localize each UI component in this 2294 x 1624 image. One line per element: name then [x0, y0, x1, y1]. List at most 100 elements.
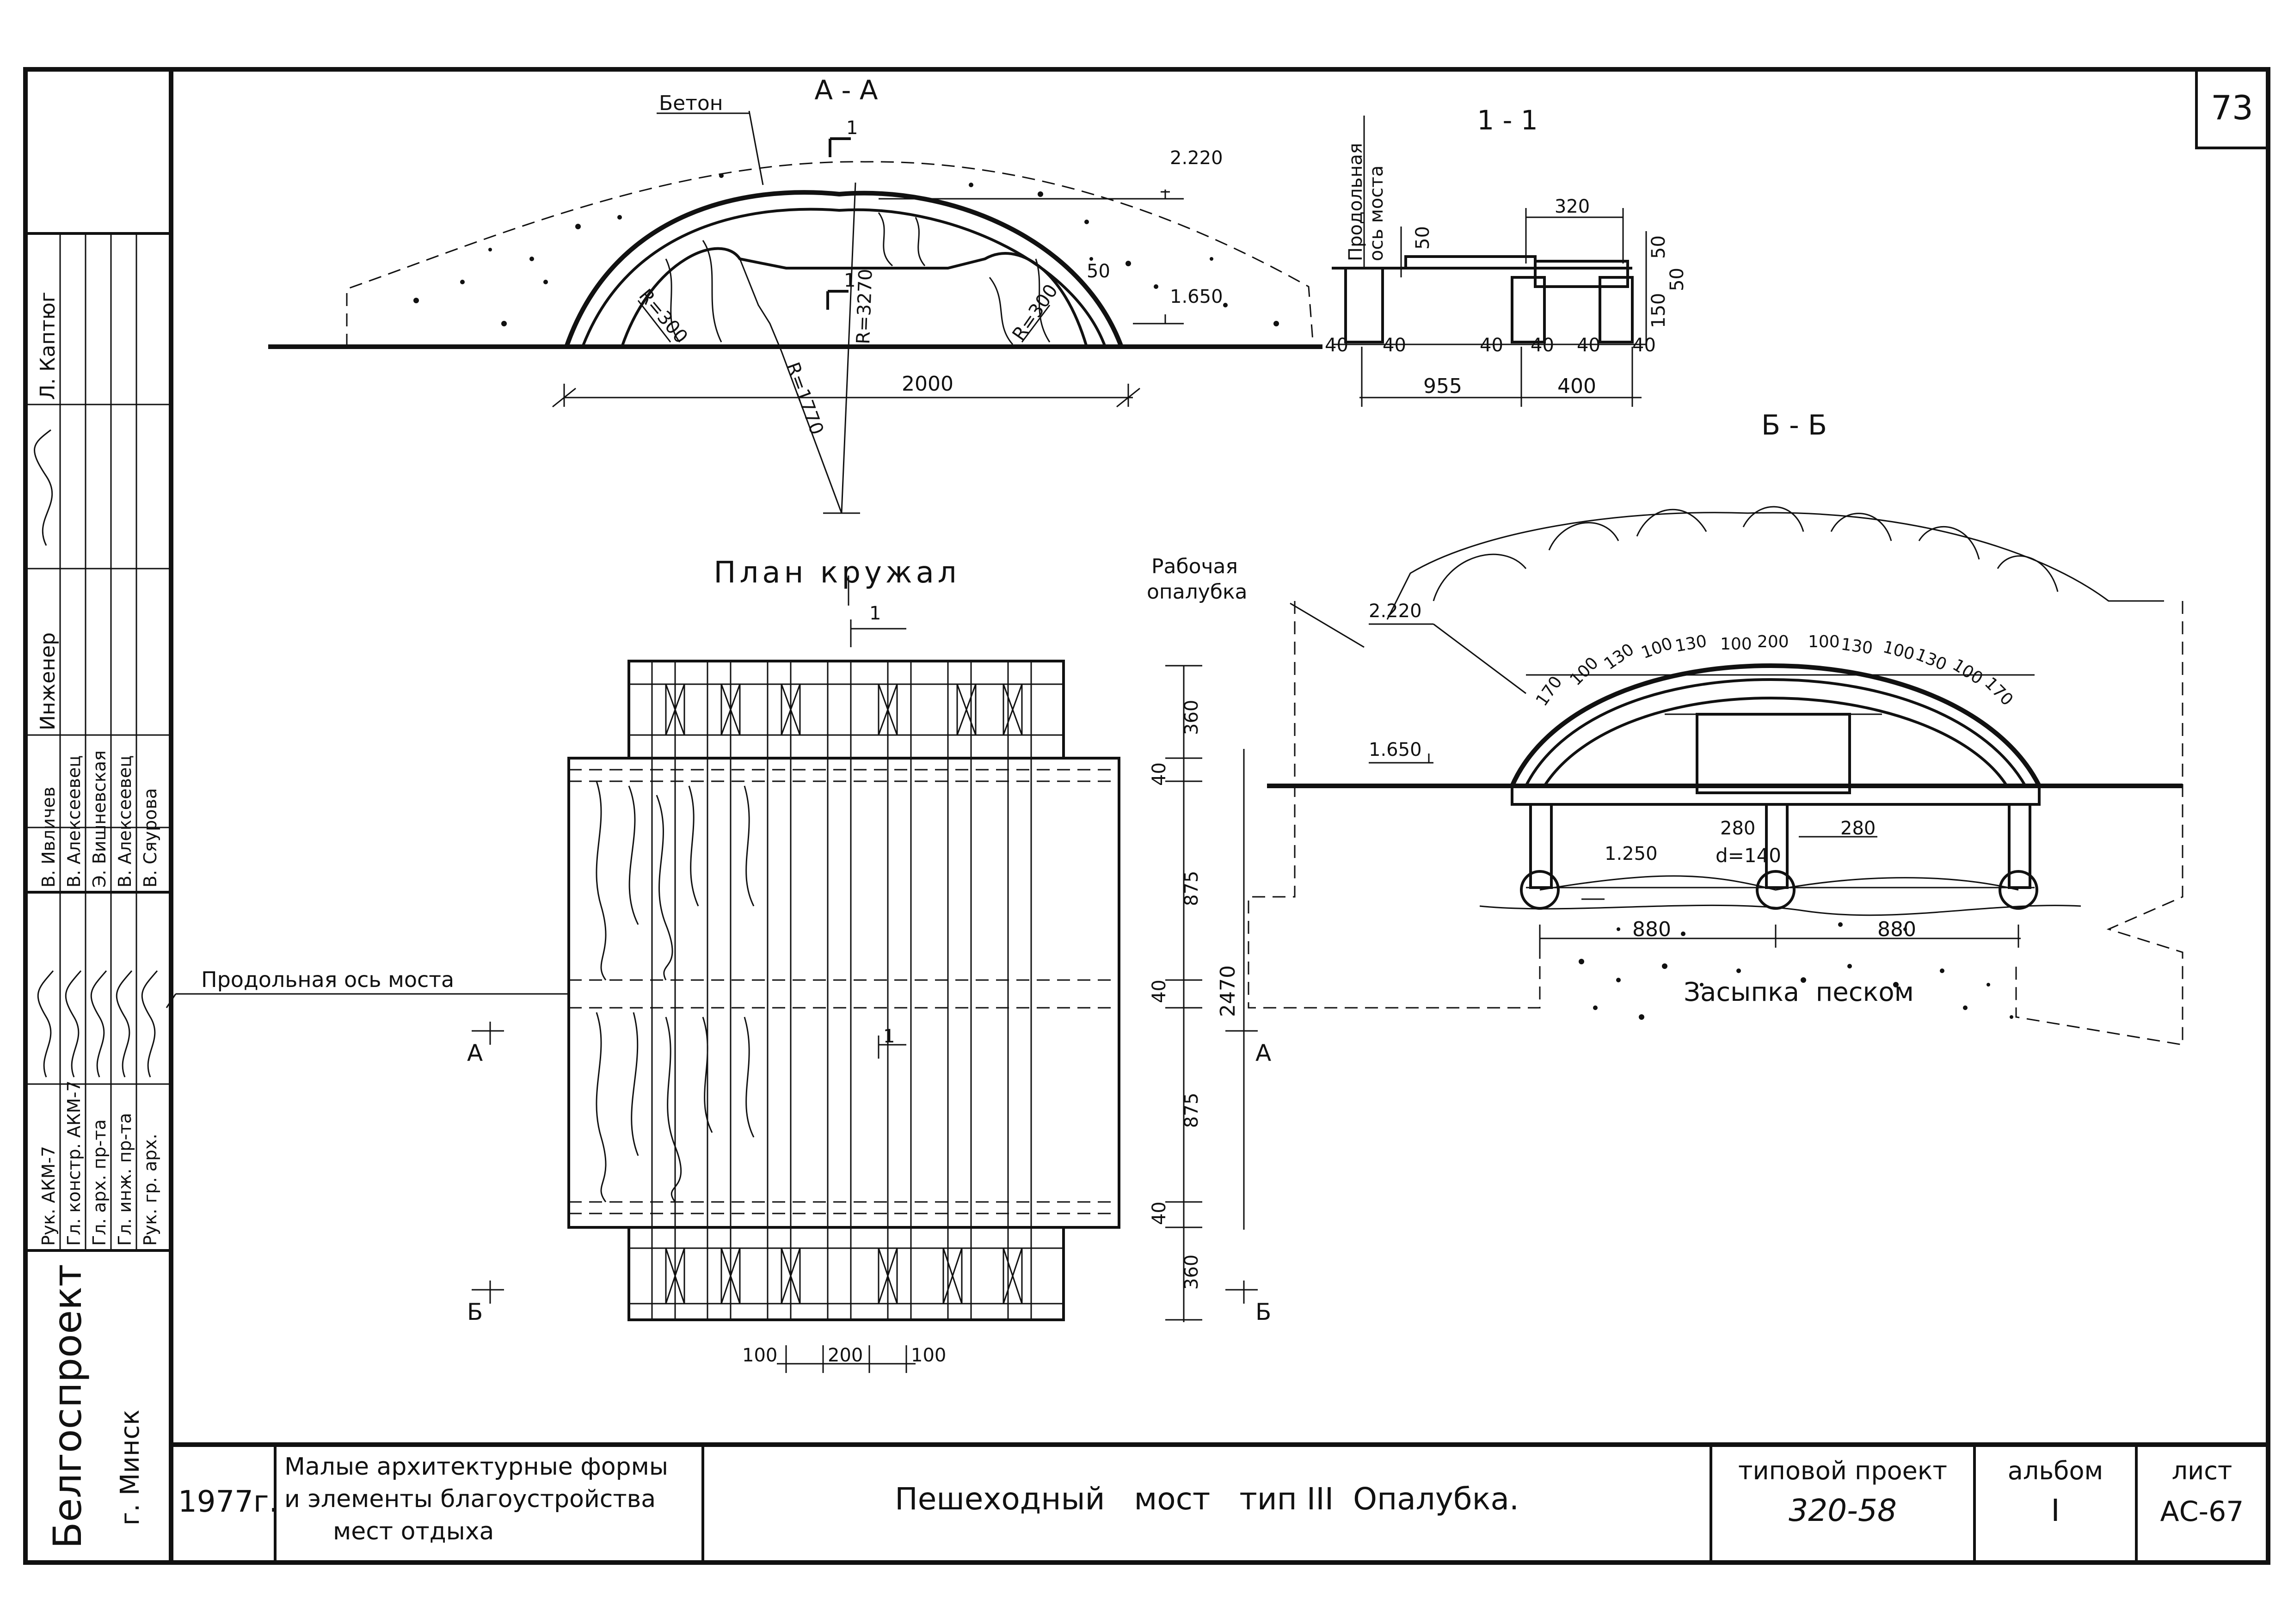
- plan-dim-h-1: 100: [742, 1345, 777, 1366]
- plan-dim-v-5: 875: [1181, 1093, 1202, 1128]
- aa-dim-50: 50: [1087, 261, 1110, 282]
- plan-dim-h-2: 200: [828, 1345, 863, 1366]
- series-line-2: и элементы благоустройства: [284, 1485, 656, 1513]
- bb-diameter: d=140: [1716, 844, 1781, 867]
- aa-radius-center: R=3270: [853, 269, 877, 345]
- album-label: альбом: [2008, 1456, 2103, 1485]
- s11-dim-320: 320: [1555, 196, 1590, 217]
- project-label: типовой проект: [1738, 1456, 1947, 1485]
- plan-cut-1-mid: 1: [883, 1026, 895, 1047]
- s11-dim-40-3: 40: [1480, 335, 1503, 356]
- aa-radius-left: R=300: [634, 285, 692, 348]
- plan-dimensions: [166, 576, 1258, 1373]
- plan-frame: [567, 660, 1120, 1321]
- s11-dim-40-1: 40: [1325, 335, 1348, 356]
- drawing-title: Пешеходный мост тип III Опалубка.: [895, 1481, 1519, 1517]
- name-5: В. Сяурова: [140, 788, 160, 888]
- name-4: В. Алексеевец: [115, 755, 135, 888]
- s11-dim-50c: 50: [1667, 268, 1688, 291]
- role-1: Рук. АКМ-7: [38, 1146, 59, 1246]
- signature-scribbles: [34, 429, 158, 1078]
- section-aa: [268, 110, 1322, 514]
- bb-d880-a: 880: [1632, 918, 1671, 941]
- bb-board-dim-12: 100: [1949, 656, 1986, 688]
- bb-board-dim-9: 130: [1840, 635, 1874, 658]
- bb-board-dim-10: 100: [1881, 637, 1917, 664]
- role-4: Гл. инж. пр-та: [115, 1113, 135, 1246]
- role-5: Рук. гр. арх.: [140, 1134, 160, 1246]
- aa-dim-span: 2000: [902, 372, 953, 396]
- plan-dim-v-3: 875: [1181, 871, 1202, 906]
- sheet-value: АС-67: [2160, 1495, 2244, 1528]
- bb-title: Б - Б: [1761, 409, 1827, 441]
- bb-board-dim-11: 130: [1913, 645, 1950, 674]
- plan-cut-a-left: А: [467, 1040, 483, 1066]
- title-block-grid: [274, 1445, 2138, 1563]
- aa-level-top: 2.220: [1170, 147, 1223, 169]
- bb-board-dim-3: 130: [1601, 640, 1638, 674]
- series-line-1: Малые архитектурные формы: [284, 1453, 668, 1481]
- aa-cut-mark-top: 1: [846, 117, 858, 139]
- bb-d280-b: 280: [1840, 818, 1876, 839]
- sheet-frame: [23, 67, 2270, 1565]
- plan-dim-total: 2470: [1216, 965, 1240, 1017]
- bb-board-dim-7: 200: [1757, 632, 1789, 651]
- plan-title: План кружал: [713, 556, 960, 590]
- project-number: 320-58: [1789, 1493, 1897, 1528]
- s11-dim-40-5: 40: [1577, 335, 1600, 356]
- s11-dim-955: 955: [1423, 374, 1462, 398]
- s11-dim-400: 400: [1557, 374, 1596, 398]
- bb-sand-label: Засыпка песком: [1684, 977, 1914, 1007]
- bb-board-dim-1: 170: [1532, 673, 1566, 710]
- plan-cut-1-top: 1: [869, 603, 881, 624]
- series-line-3: мест отдыха: [333, 1518, 494, 1545]
- s11-dim-40-2: 40: [1383, 335, 1406, 356]
- org-name: Белгоспроект: [45, 1264, 90, 1549]
- sheet-label: лист: [2172, 1456, 2232, 1485]
- aa-radius-low: R=1770: [782, 360, 828, 438]
- bb-level-low: 1.250: [1605, 843, 1658, 864]
- name-3: Э. Вишневская: [89, 750, 110, 888]
- s11-dim-40-6: 40: [1632, 335, 1656, 356]
- s11-dim-50b: 50: [1648, 235, 1669, 259]
- plan-ribs: [596, 661, 1032, 1320]
- bb-d880-b: 880: [1877, 918, 1916, 941]
- year: 1977г.: [178, 1485, 278, 1519]
- name-2: В. Алексеевец: [64, 755, 84, 888]
- aa-concrete-label: Бетон: [659, 92, 723, 115]
- bb-board-dim-13: 170: [1981, 674, 2017, 710]
- section-bb-sand-dots: [1579, 922, 2013, 1020]
- aa-cut-mark-mid: 1: [844, 270, 855, 291]
- s11-dim-150: 150: [1648, 293, 1669, 328]
- plan-cut-b-left: Б: [467, 1299, 483, 1325]
- engineer-label: Инженер: [36, 632, 60, 730]
- left-stamp-grid: [25, 232, 171, 1252]
- engineer-name: Л. Каптюг: [36, 292, 60, 400]
- org-city: г. Минск: [115, 1410, 145, 1526]
- stamp-vertical-texts: Л. Каптюг Инженер Рук. АКМ-7 Гл. констр.…: [36, 292, 160, 1549]
- aa-title: А - А: [814, 74, 878, 106]
- s11-axis-label-1: Продольная: [1345, 143, 1366, 261]
- plan-cut-a-right: А: [1255, 1040, 1271, 1066]
- section-11: [1332, 116, 1647, 407]
- aa-radius-right: R=300: [1009, 281, 1063, 345]
- role-2: Гл. констр. АКМ-7: [64, 1080, 84, 1246]
- album-value: I: [2051, 1493, 2060, 1528]
- bb-board-dim-5: 130: [1673, 632, 1708, 656]
- bb-board-dim-6: 100: [1720, 635, 1752, 654]
- section-bb: [1248, 506, 2183, 1046]
- bb-board-dim-8: 100: [1808, 632, 1840, 651]
- bb-level-mid: 1.650: [1369, 739, 1422, 760]
- bb-level-top: 2.220: [1369, 601, 1422, 622]
- bb-formwork-1: Рабочая: [1151, 555, 1238, 578]
- bb-d280-a: 280: [1720, 818, 1755, 839]
- plan-dim-v-7: 360: [1181, 1255, 1202, 1290]
- bb-board-dim-2: 100: [1566, 654, 1602, 690]
- bb-formwork-2: опалубка: [1147, 580, 1248, 604]
- plan-dim-v-1: 360: [1181, 700, 1202, 735]
- plan-dim-v-4: 40: [1149, 980, 1170, 1003]
- bb-board-dim-4: 100: [1639, 634, 1675, 662]
- plan-cut-b-right: Б: [1255, 1299, 1271, 1325]
- role-3: Гл. арх. пр-та: [89, 1119, 110, 1246]
